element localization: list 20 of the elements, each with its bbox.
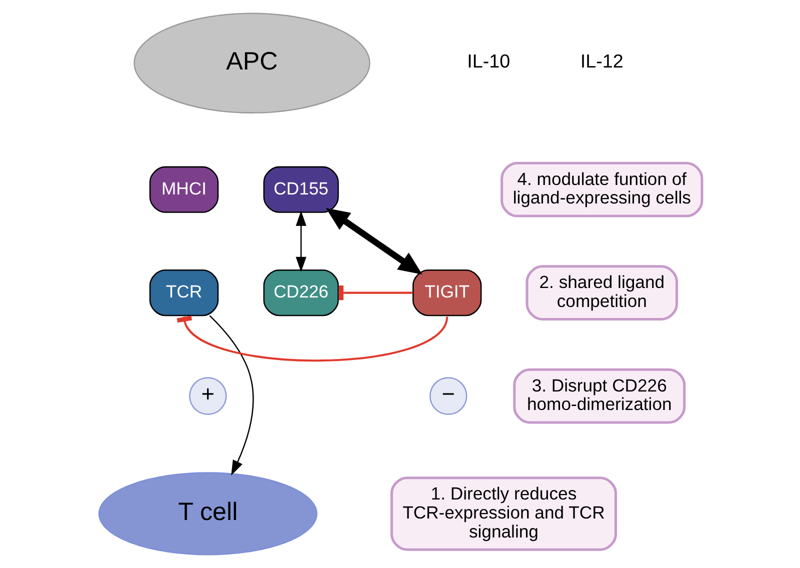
node-box: 3. Disrupt CD226 homo-dimerization <box>512 368 686 424</box>
node-circle: + <box>188 377 226 415</box>
node-box: 2. shared ligand competition <box>525 265 678 320</box>
node-box: 1. Directly reduces TCR-expression and TCR signaling <box>390 476 616 551</box>
arrow <box>208 315 254 476</box>
node-box: CD226 <box>262 270 338 316</box>
node-ellipse: T cell <box>98 472 317 556</box>
node-circle: − <box>428 377 467 415</box>
arrow <box>325 208 422 274</box>
node-box: 4. modulate funtion of ligand-expressing cells <box>500 162 703 218</box>
arrow <box>295 210 306 272</box>
node-box: TIGIT <box>412 270 482 316</box>
node-ellipse: APC <box>133 12 370 114</box>
node-box: TCR <box>148 270 218 316</box>
connector <box>338 286 412 300</box>
label: IL-10 <box>466 52 510 72</box>
connector <box>176 316 448 362</box>
node-box: MHCI <box>148 166 218 213</box>
label: IL-12 <box>580 52 623 72</box>
node-box: CD155 <box>262 166 338 213</box>
